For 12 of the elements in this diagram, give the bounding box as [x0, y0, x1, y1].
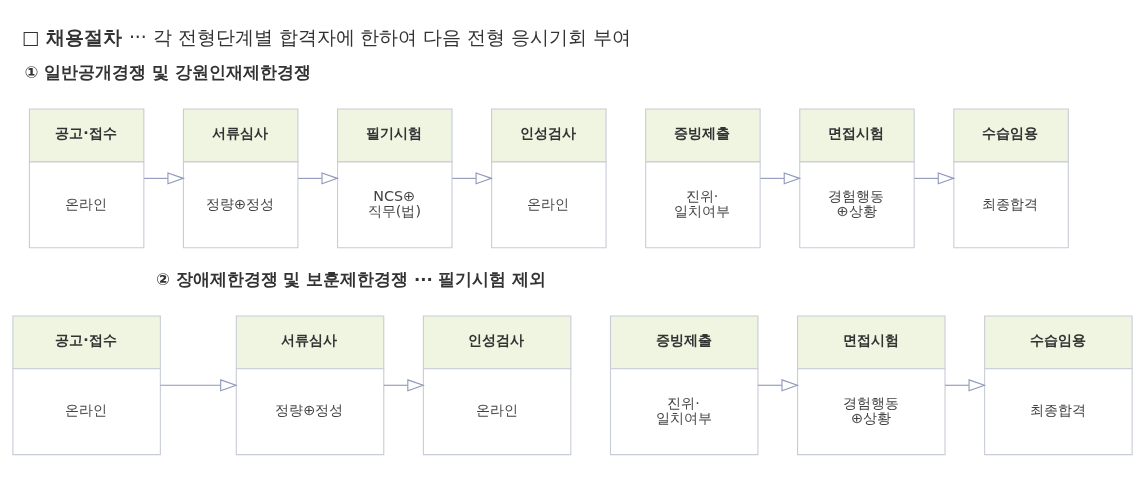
arrow: [944, 378, 987, 391]
arrow: [159, 378, 238, 391]
arrow: [383, 378, 425, 391]
arrow: [759, 171, 802, 185]
arrow: [913, 171, 956, 185]
arrow: [757, 378, 800, 391]
arrow: [451, 171, 494, 185]
arrow: [143, 171, 185, 185]
arrow: [297, 171, 340, 185]
label: ② 장애제한경쟁 및 보훈제한경쟁 ··· 필기시험 제외: [155, 269, 547, 289]
label: ① 일반공개경쟁 및 강원인재제한경쟁: [24, 62, 311, 82]
diagram-title: □ 채용절차 ··· 각 전형단계별 합격자에 한하여 다음 전형 응시기회 부여: [21, 26, 632, 48]
